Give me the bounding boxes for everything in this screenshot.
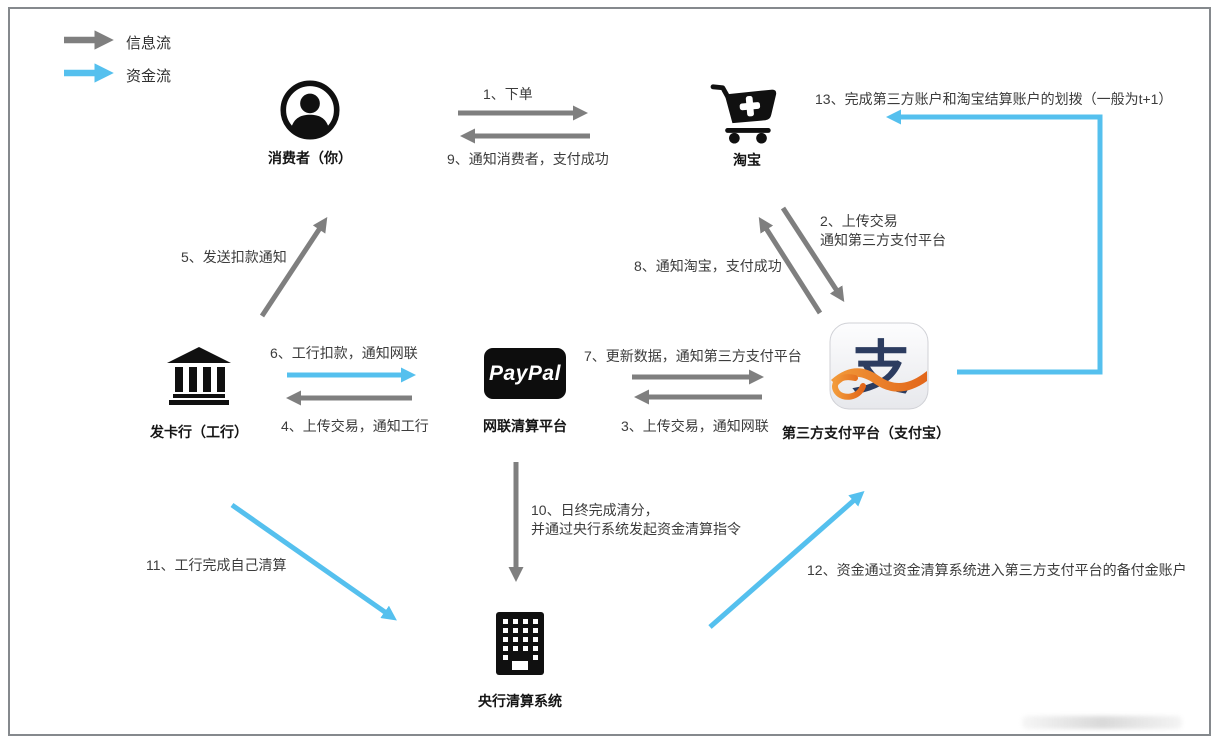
flow-2-label: 2、上传交易 通知第三方支付平台	[820, 212, 946, 250]
central-bank-node-label: 央行清算系统	[478, 693, 562, 709]
paypal-logo-text: PayPal	[489, 361, 561, 385]
netsunion-node-label: 网联清算平台	[483, 418, 567, 434]
flow-8-arrow	[758, 216, 823, 315]
person-icon	[280, 80, 340, 140]
flow-11-arrow	[230, 502, 397, 621]
flow-10-label-line2: 并通过央行系统发起资金清算指令	[531, 521, 741, 537]
flow-12-label: 12、资金通过资金清算系统进入第三方支付平台的备付金账户	[807, 562, 1187, 578]
alipay-node-label: 第三方支付平台（支付宝）	[782, 425, 950, 441]
flow-7-label: 7、更新数据，通知第三方支付平台	[584, 348, 802, 364]
flow-5-arrow	[259, 216, 328, 318]
flow-10-label-line1: 10、日终完成清分，	[531, 502, 659, 518]
flow-12-arrow	[708, 491, 865, 629]
alipay-logo: 支	[829, 322, 929, 410]
flow-13-arrow	[886, 109, 1103, 375]
flow-5-label: 5、发送扣款通知	[181, 249, 287, 265]
cart-plus-icon	[710, 84, 777, 144]
flow-2-arrow	[780, 206, 845, 303]
flow-9-label: 9、通知消费者，支付成功	[447, 151, 609, 167]
flow-1-label: 1、下单	[483, 86, 533, 102]
taobao-node-label: 淘宝	[733, 152, 761, 168]
flow-2-label-line1: 2、上传交易	[820, 213, 898, 229]
flow-6-label: 6、工行扣款，通知网联	[270, 345, 418, 361]
bank-icon	[167, 347, 231, 405]
flow-3-label: 3、上传交易，通知网联	[621, 418, 769, 434]
flow-11-label: 11、工行完成自己清算	[146, 557, 287, 573]
issuing-bank-node-label: 发卡行（工行）	[150, 424, 248, 440]
flow-13-label: 13、完成第三方账户和淘宝结算账户的划拨（一般为t+1）	[815, 91, 1173, 107]
watermark-smudge	[1022, 716, 1182, 729]
flow-10-label: 10、日终完成清分， 并通过央行系统发起资金清算指令	[531, 501, 741, 539]
paypal-logo: PayPal	[484, 348, 566, 399]
flow-2-label-line2: 通知第三方支付平台	[820, 232, 946, 248]
office-building-icon	[496, 612, 544, 675]
legend-fund-flow-label: 资金流	[126, 68, 172, 85]
consumer-node-label: 消费者（你）	[268, 150, 352, 166]
legend-info-flow-label: 信息流	[126, 35, 172, 52]
flow-8-label: 8、通知淘宝，支付成功	[634, 258, 782, 274]
flow-4-label: 4、上传交易，通知工行	[281, 418, 429, 434]
